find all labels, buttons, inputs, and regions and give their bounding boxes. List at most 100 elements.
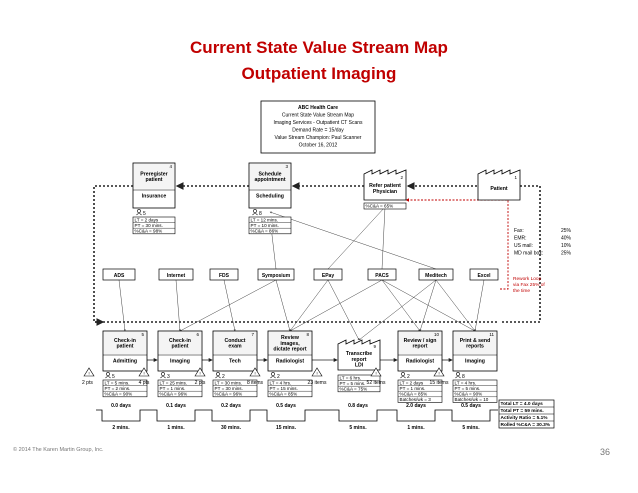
operator-icon [455, 376, 461, 379]
timeline-process-time: 2 mins. [112, 425, 130, 431]
metric-value: LT = 25 mins. [160, 380, 188, 385]
referral-share: 40% [561, 236, 572, 242]
information-system-label: EPay [322, 273, 334, 279]
information-system-label: FDS [219, 273, 230, 279]
queue-count: 52 items [367, 380, 386, 386]
inventory-mark: I [199, 371, 200, 376]
inventory-mark: I [438, 371, 439, 376]
operator-count: 2 [222, 374, 225, 380]
header-line: Imaging Services - Outpatient CT Scans [273, 120, 363, 126]
referral-channel: MD mail box: [514, 251, 543, 257]
step-number: 4 [169, 164, 172, 169]
bottom-process-metrics [337, 374, 381, 393]
process-department: Admitting [113, 359, 137, 365]
page-number: 36 [600, 447, 611, 457]
system-link [179, 279, 277, 332]
timeline-lead-time: 0.5 days [276, 403, 296, 409]
referral-channel: EMR: [514, 236, 527, 242]
process-name: patient [116, 344, 133, 350]
operator-icon [136, 213, 142, 216]
process-header-fill [399, 332, 441, 354]
operator-icon [215, 376, 221, 379]
summary-value: Total LT = 4.0 days [501, 401, 544, 407]
step-number: 9 [373, 344, 376, 349]
information-system-box [102, 268, 136, 281]
system-link [381, 279, 421, 332]
metric-value: %C&A = 75% [340, 387, 368, 392]
timeline-process-time: 15 mins. [276, 425, 297, 431]
timeline-lead-time: 0.0 days [111, 403, 131, 409]
referral-channel: Fax: [514, 228, 524, 234]
timeline-process-time: 1 mins. [407, 425, 425, 431]
process-name: images, [280, 341, 300, 347]
process-name: Check-in [114, 338, 136, 344]
system-link [269, 211, 437, 270]
operator-icon [401, 372, 405, 376]
header-line: Value Stream Champion: Paul Scanner [275, 135, 362, 141]
queue-count: 4 pts [139, 380, 150, 386]
operator-count: 2 [277, 374, 280, 380]
process-name: reports [466, 344, 484, 350]
process-name: patient [145, 177, 162, 183]
process-header-fill [159, 332, 201, 354]
information-system-box [257, 268, 295, 281]
metric-value: LT = 2 days [135, 217, 159, 222]
inventory-mark: I [88, 371, 89, 376]
inventory-triangle-icon [433, 367, 445, 377]
metric-value: PT = 30 mins. [135, 223, 163, 228]
timeline-process-time: 5 mins. [349, 425, 367, 431]
metric-value: PT = 2 mins. [105, 386, 131, 391]
timeline-process-time: 30 mins. [221, 425, 242, 431]
operator-icon [252, 213, 258, 216]
operator-icon [253, 209, 257, 213]
bottom-process-metrics [267, 379, 313, 398]
process-header-fill [454, 332, 496, 354]
patient-factory-icon [477, 169, 521, 201]
system-link [419, 279, 437, 332]
information-system-label: ADS [114, 273, 125, 279]
step-number: 10 [434, 332, 440, 337]
information-system-label: Meditech [425, 273, 447, 279]
queue-count: 2 pts [195, 380, 206, 386]
slide-subtitle: Outpatient Imaging [241, 64, 397, 83]
bottom-process-metrics [212, 379, 258, 398]
metric-value: PT = 30 mins. [215, 386, 243, 391]
referral-channel: US mail: [514, 243, 533, 249]
physician-label: Physician [373, 189, 397, 195]
metric-value: PT = 5 mins. [340, 381, 366, 386]
step-number: 2 [400, 175, 403, 180]
process-name: Transcribe [346, 351, 372, 357]
inventory-mark: I [316, 371, 317, 376]
inventory-triangle-icon [311, 367, 323, 377]
inventory-mark: I [143, 371, 144, 376]
system-link [289, 279, 329, 332]
timeline-lead-time: 0.1 days [166, 403, 186, 409]
metric-value: %C&A = 96% [215, 392, 243, 397]
metric-value: %C&A = 98% [135, 229, 163, 234]
information-system-box [367, 268, 397, 281]
operator-icon [456, 372, 460, 376]
metric-value: PT = 15 mins. [270, 386, 298, 391]
inventory-triangle-icon [249, 367, 261, 377]
information-system-label: Symposium [262, 273, 291, 279]
process-department: Tech [229, 359, 241, 365]
rework-note: Rework Loop [513, 276, 542, 282]
process-department: Scheduling [256, 194, 284, 200]
system-link [474, 279, 485, 332]
system-link [358, 279, 437, 341]
information-system-box [469, 268, 499, 281]
process-header-fill [104, 332, 146, 354]
metric-value: Batches/wk = 10 [455, 397, 489, 402]
header-line: Demand Rate = 15/day [292, 128, 344, 134]
header-line: October 16, 2012 [299, 143, 338, 149]
referral-share: 25% [561, 251, 572, 257]
process-name: Review / sign [404, 338, 437, 344]
timeline-lead-time: 0.8 days [348, 403, 368, 409]
step-number: 6 [196, 332, 199, 337]
operator-count: 2 [407, 374, 410, 380]
process-name: Check-in [169, 338, 191, 344]
summary-value: Rolled %C&A = 30.3% [501, 422, 551, 428]
system-link [435, 279, 476, 332]
metric-value: %C&A = 90% [105, 392, 133, 397]
step-number: 11 [489, 332, 494, 337]
